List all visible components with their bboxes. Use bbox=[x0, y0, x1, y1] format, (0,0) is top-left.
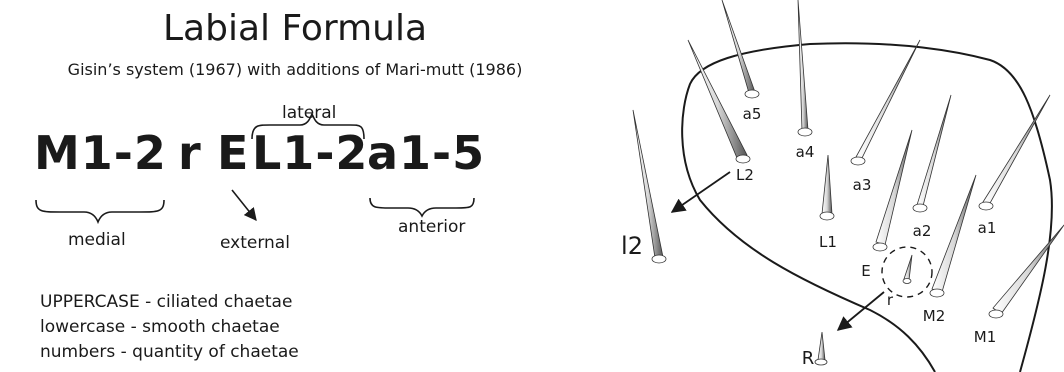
label-a4: a4 bbox=[796, 143, 815, 161]
chaeta-E bbox=[875, 129, 913, 246]
chaeta-a3 bbox=[855, 39, 921, 161]
legend-lowercase: lowercase - smooth chaetae bbox=[40, 317, 280, 337]
formula-medial: M1-2 bbox=[34, 126, 167, 180]
label-a1: a1 bbox=[978, 219, 997, 237]
label-a5: a5 bbox=[743, 105, 762, 123]
label-M2: M2 bbox=[923, 307, 946, 325]
arrow-external bbox=[231, 189, 257, 221]
chaeta-L2 bbox=[687, 39, 748, 159]
chaeta-a4 bbox=[797, 0, 809, 132]
label-medial: medial bbox=[68, 230, 126, 250]
brace-anterior bbox=[369, 197, 475, 218]
label-M1: M1 bbox=[974, 328, 997, 346]
label-external: external bbox=[220, 233, 290, 253]
label-l2: l2 bbox=[621, 232, 643, 260]
chaeta-M1 bbox=[992, 224, 1064, 315]
chaeta-R bbox=[817, 331, 826, 361]
label-L2: L2 bbox=[736, 166, 754, 184]
label-L1: L1 bbox=[819, 233, 837, 251]
formula-lateral: L1-2 bbox=[252, 126, 369, 180]
brace-medial bbox=[35, 199, 165, 225]
diagram-title: Labial Formula bbox=[162, 8, 428, 49]
label-a3: a3 bbox=[853, 176, 872, 194]
formula-external: E bbox=[217, 126, 250, 180]
arrow-L2-to-l2 bbox=[670, 171, 731, 213]
labium-outline bbox=[681, 42, 1053, 372]
label-a2: a2 bbox=[913, 222, 932, 240]
diagram-subtitle: Gisin’s system (1967) with additions of … bbox=[67, 60, 523, 79]
label-anterior: anterior bbox=[398, 217, 466, 237]
r-highlight-circle bbox=[881, 246, 933, 298]
arrow-r-to-R bbox=[836, 291, 885, 331]
brace-lateral bbox=[251, 112, 365, 140]
chaeta-r bbox=[903, 254, 913, 281]
formula-anterior: a1-5 bbox=[367, 126, 486, 180]
legend-numbers: numbers - quantity of chaetae bbox=[40, 342, 299, 362]
label-lateral: lateral bbox=[282, 103, 337, 123]
label-r: r bbox=[887, 291, 894, 309]
chaeta-L1 bbox=[821, 154, 833, 215]
label-R: R bbox=[802, 348, 815, 369]
chaeta-M2 bbox=[931, 174, 977, 293]
chaeta-a2 bbox=[916, 94, 952, 207]
chaeta-a1 bbox=[982, 94, 1051, 206]
legend-uppercase: UPPERCASE - ciliated chaetae bbox=[40, 292, 293, 312]
chaeta-a5 bbox=[721, 0, 756, 94]
formula-r: r bbox=[178, 126, 202, 180]
label-E: E bbox=[861, 262, 870, 280]
